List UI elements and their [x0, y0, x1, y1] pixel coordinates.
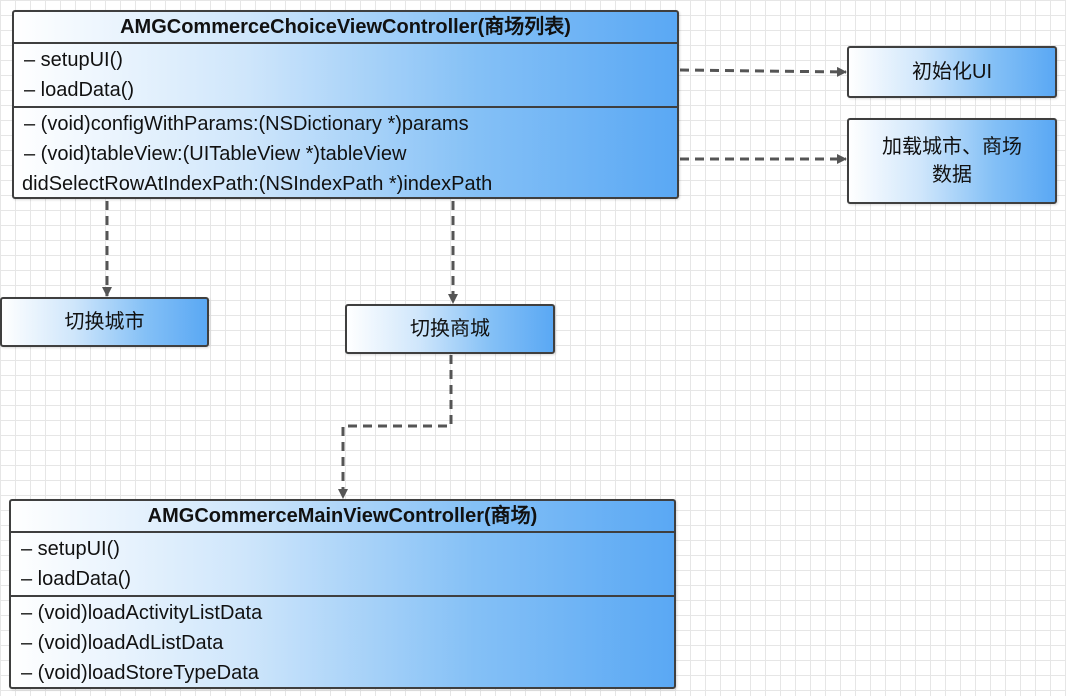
note-switch-mall[interactable]: 切换商城 [345, 304, 555, 354]
method-line: didSelectRowAtIndexPath:(NSIndexPath *)i… [22, 173, 493, 195]
note-label-line2: 数据 [932, 164, 972, 186]
note-label-line1: 加载城市、商场 [882, 136, 1022, 158]
method-line: – loadData() [24, 79, 135, 101]
note-load-data[interactable]: 加载城市、商场 数据 [847, 118, 1057, 204]
method-line: – (void)loadAdListData [21, 632, 224, 654]
method-line: – (void)tableView:(UITableView *)tableVi… [24, 143, 407, 165]
class-box-commerce-main[interactable]: AMGCommerceMainViewController(商场) – setu… [9, 499, 676, 689]
class-title: AMGCommerceMainViewController(商场) [11, 501, 674, 533]
method-line: – (void)loadStoreTypeData [21, 662, 259, 684]
method-line: – setupUI() [24, 49, 123, 71]
note-label: 初始化UI [912, 61, 992, 83]
public-methods-section: – (void)loadActivityListData – (void)loa… [11, 597, 674, 689]
note-switch-city[interactable]: 切换城市 [0, 297, 209, 347]
method-line: – (void)loadActivityListData [21, 602, 263, 624]
method-line: – (void)configWithParams:(NSDictionary *… [24, 113, 469, 135]
edge-choice-to-init-ui [679, 66, 847, 77]
method-line: – setupUI() [21, 538, 120, 560]
class-box-commerce-choice[interactable]: AMGCommerceChoiceViewController(商场列表) – … [12, 10, 679, 199]
note-label: 切换城市 [64, 311, 145, 333]
method-line: – loadData() [21, 568, 132, 590]
edge-switch-mall-to-main [338, 355, 453, 499]
note-init-ui[interactable]: 初始化UI [847, 46, 1057, 98]
private-methods-section: – setupUI() – loadData() [11, 533, 674, 597]
public-methods-section: – (void)configWithParams:(NSDictionary *… [14, 108, 677, 200]
note-label: 切换商城 [410, 318, 490, 340]
private-methods-section: – setupUI() – loadData() [14, 44, 677, 108]
class-title: AMGCommerceChoiceViewController(商场列表) [14, 12, 677, 44]
